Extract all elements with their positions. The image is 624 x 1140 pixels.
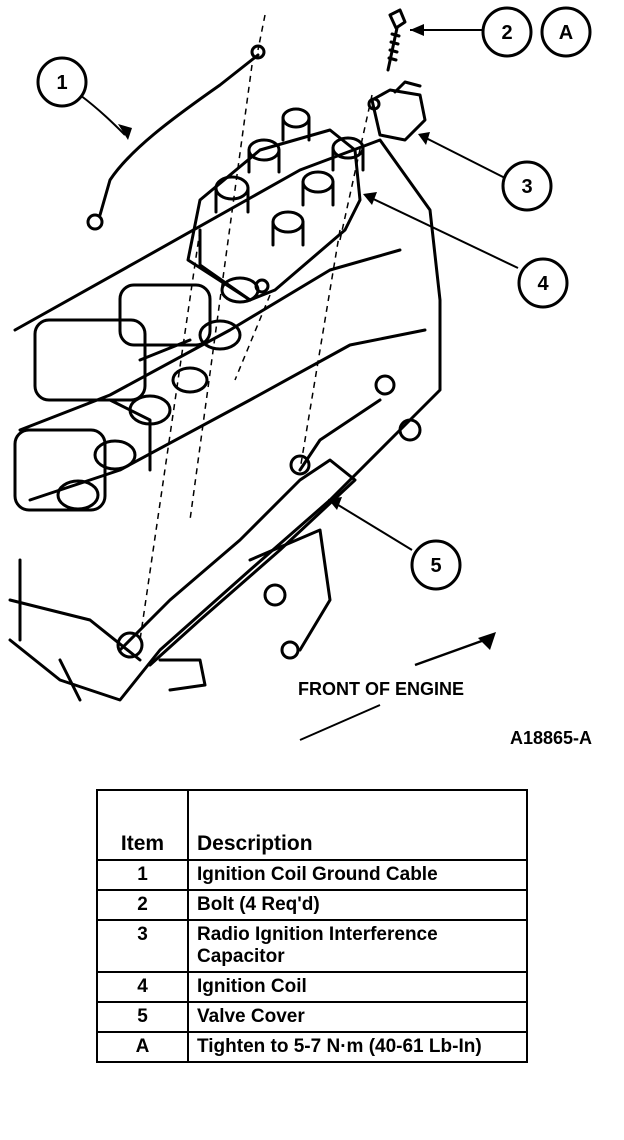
engine-diagram: 1 2 A 3 4 5 FRONT OF ENGINE A18865-A	[8, 6, 592, 748]
legend-description: Radio Ignition Interference Capacitor	[187, 919, 528, 973]
radio-ignition-interference-capacitor	[370, 88, 427, 142]
callout-A	[540, 6, 592, 58]
legend-row: 2 Bolt (4 Req'd)	[96, 889, 528, 921]
legend-item: 3	[96, 919, 189, 973]
callout-label-4: 4	[537, 273, 549, 295]
callout-5	[410, 539, 462, 591]
callout-label-5: 5	[430, 555, 441, 577]
legend-description: Bolt (4 Req'd)	[187, 889, 528, 921]
legend-item: A	[96, 1031, 189, 1063]
legend-description: Ignition Coil Ground Cable	[187, 859, 528, 891]
legend-row: 5 Valve Cover	[96, 1001, 528, 1033]
front-of-engine-label: FRONT OF ENGINE	[298, 679, 464, 699]
legend-row: 4 Ignition Coil	[96, 971, 528, 1003]
legend-header-row: Item Description	[96, 789, 528, 861]
intake-port	[118, 283, 212, 347]
callout-1	[36, 56, 88, 108]
legend-row: A Tighten to 5-7 N·m (40-61 Lb-In)	[96, 1031, 528, 1063]
callout-2	[481, 6, 533, 58]
callout-label-1: 1	[56, 72, 67, 94]
legend-row: 1 Ignition Coil Ground Cable	[96, 859, 528, 891]
callout-label-2: 2	[501, 22, 512, 44]
valve-cover-rail	[118, 458, 357, 667]
spark-plug-wells	[56, 276, 260, 511]
intake-port	[33, 318, 147, 402]
ignition-coil-ground-cable	[98, 53, 260, 217]
figure-id: A18865-A	[510, 728, 592, 748]
legend-row: 3 Radio Ignition Interference Capacitor	[96, 919, 528, 973]
valve-cover-outline	[8, 138, 442, 702]
legend-item: 2	[96, 889, 189, 921]
legend-description: Valve Cover	[187, 1001, 528, 1033]
legend-header-item: Item	[96, 789, 189, 861]
bolt	[388, 8, 407, 30]
legend-item: 4	[96, 971, 189, 1003]
callout-label-3: 3	[521, 176, 532, 198]
legend-table: Item Description 1 Ignition Coil Ground …	[96, 789, 528, 1063]
callout-3	[501, 160, 553, 212]
legend-description: Ignition Coil	[187, 971, 528, 1003]
callout-label-A: A	[559, 22, 573, 44]
ignition-coil-body	[186, 128, 362, 302]
legend-item: 5	[96, 1001, 189, 1033]
coil-towers	[214, 107, 365, 247]
legend-header-description: Description	[187, 789, 528, 861]
intake-port	[13, 428, 107, 512]
callout-4	[517, 257, 569, 309]
legend-description: Tighten to 5-7 N·m (40-61 Lb-In)	[187, 1031, 528, 1063]
legend-item: 1	[96, 859, 189, 891]
